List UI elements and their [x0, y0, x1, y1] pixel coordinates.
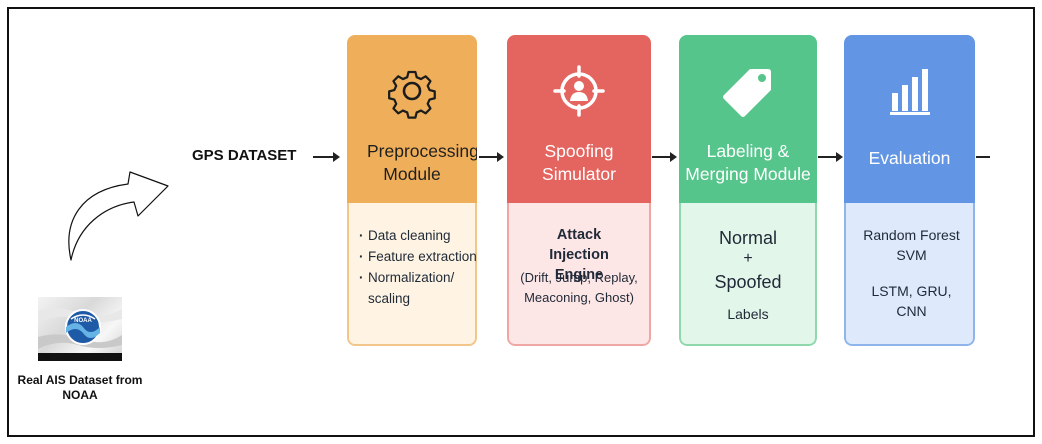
trailing-line — [976, 156, 990, 158]
evaluation-card: Evaluation Random Forest SVM LSTM, GRU, … — [844, 35, 975, 346]
labeling-merging-card: Labeling & Merging Module Normal + Spoof… — [679, 35, 817, 346]
attack-types-detail: (Drift, Jump, Replay, Meaconing, Ghost) — [520, 270, 638, 305]
evaluation-body: Random Forest SVM LSTM, GRU, CNN — [844, 203, 975, 346]
bullet-normalization-scaling: Normalization/ scaling — [359, 267, 477, 309]
gps-dataset-label: GPS DATASET — [192, 147, 297, 164]
curved-arrow — [68, 171, 169, 261]
evaluation-header: Evaluation — [844, 35, 975, 203]
preprocessing-module-card: Preprocessing Module Data cleaning Featu… — [347, 35, 477, 346]
spoofing-simulator-card: Spoofing Simulator Attack Injection Engi… — [507, 35, 651, 346]
gear-icon — [347, 63, 477, 119]
spoofed-label: Spoofed — [714, 272, 782, 292]
spoofing-simulator-header: Spoofing Simulator — [507, 35, 651, 203]
noaa-logo-image: NOAA — [38, 297, 122, 361]
arrow-preprocessing-to-spoofing — [479, 152, 504, 162]
labels-caption: Labels — [727, 306, 769, 322]
labeling-merging-header: Labeling & Merging Module — [679, 35, 817, 203]
labeling-merging-body: Normal + Spoofed Labels — [679, 203, 817, 346]
arrow-gps-to-preprocessing — [313, 152, 340, 162]
labeling-merging-title: Labeling & Merging Module — [685, 141, 811, 184]
tag-icon — [679, 63, 817, 119]
bullet-data-cleaning: Data cleaning — [359, 225, 477, 246]
preprocessing-module-title: Preprocessing Module — [367, 141, 477, 184]
source-label: Real AIS Dataset from NOAA — [17, 373, 143, 402]
noaa-logo-text: NOAA — [74, 318, 92, 324]
spoofing-simulator-body: Attack Injection Engine (Drift, Jump, Re… — [507, 203, 651, 346]
spoofing-simulator-title: Spoofing Simulator — [542, 141, 616, 184]
bar-chart-icon — [844, 63, 975, 119]
preprocessing-bullet-list: Data cleaning Feature extraction Normali… — [359, 225, 477, 309]
target-person-icon — [507, 63, 651, 119]
bullet-feature-extraction: Feature extraction — [359, 246, 477, 267]
preprocessing-module-header: Preprocessing Module — [347, 35, 477, 203]
arrow-spoofing-to-labeling — [652, 152, 677, 162]
models-deep-learning: LSTM, GRU, CNN — [871, 283, 952, 319]
normal-label: Normal — [718, 228, 777, 248]
arrow-labeling-to-evaluation — [818, 152, 843, 162]
preprocessing-module-body: Data cleaning Feature extraction Normali… — [347, 203, 477, 346]
evaluation-title: Evaluation — [868, 148, 951, 168]
plus-sign: + — [743, 250, 753, 267]
attack-injection-heading: Attack Injection Engine — [549, 227, 609, 283]
models-classical: Random Forest SVM — [863, 227, 960, 263]
